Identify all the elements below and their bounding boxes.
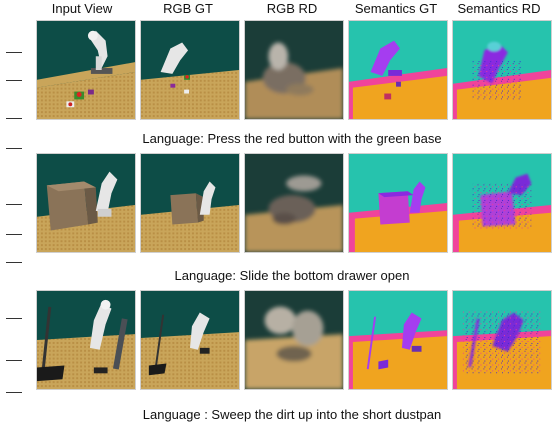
row1-semantics-gt <box>348 20 448 120</box>
caption-row2: Language: Slide the bottom drawer open <box>174 268 410 283</box>
row2-semantics-rd <box>452 153 552 253</box>
row1-rgb-rd <box>244 20 344 120</box>
header-semantics-gt: Semantics GT <box>354 1 438 16</box>
row2-input-view <box>36 153 136 253</box>
row3-semantics-gt <box>348 290 448 390</box>
header-semantics-rd: Semantics RD <box>457 1 541 16</box>
row3-rgb-rd <box>244 290 344 390</box>
row2-rgb-rd <box>244 153 344 253</box>
caption-row1: Language: Press the red button with the … <box>142 131 442 146</box>
row2-rgb-gt <box>140 153 240 253</box>
row2-semantics-gt <box>348 153 448 253</box>
row1-semantics-rd <box>452 20 552 120</box>
header-rgb-rd: RGB RD <box>266 1 318 16</box>
header-input-view: Input View <box>51 1 113 16</box>
left-margin-marks <box>0 0 30 424</box>
row1-rgb-gt <box>140 20 240 120</box>
header-rgb-gt: RGB GT <box>163 1 213 16</box>
row3-semantics-rd <box>452 290 552 390</box>
caption-row3: Language : Sweep the dirt up into the sh… <box>142 407 442 422</box>
row3-input-view <box>36 290 136 390</box>
row3-rgb-gt <box>140 290 240 390</box>
column-headers: Input View RGB GT RGB RD Semantics GT Se… <box>30 0 550 18</box>
row1-input-view <box>36 20 136 120</box>
